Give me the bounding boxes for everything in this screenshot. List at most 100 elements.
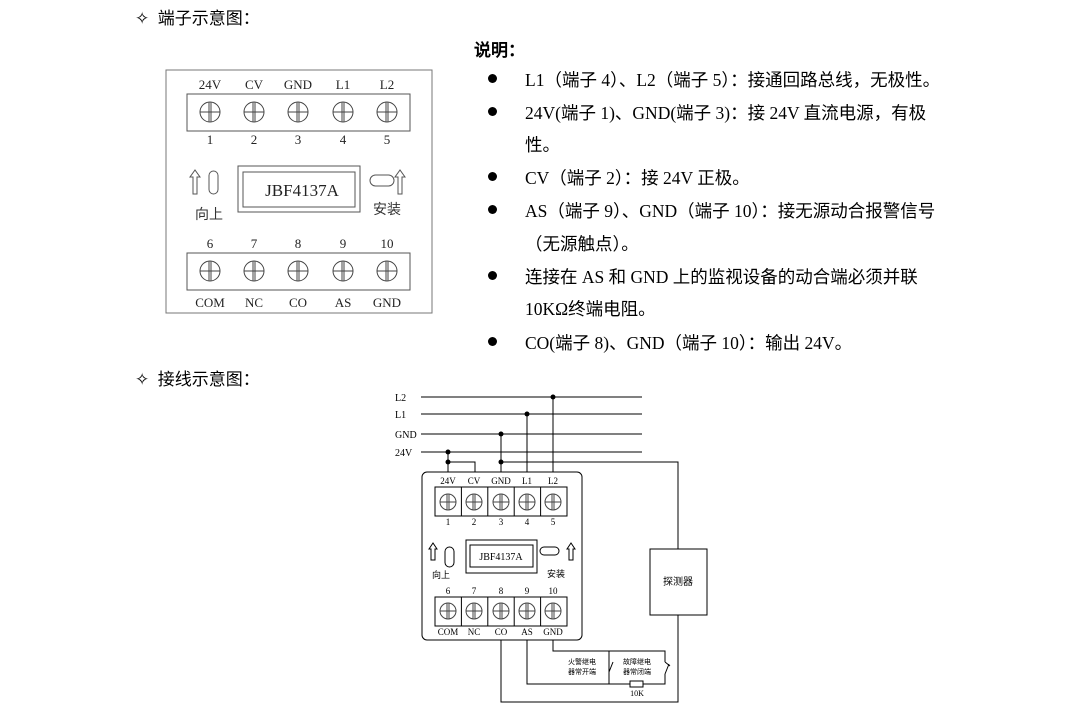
terminal-label: L1	[522, 476, 532, 486]
note-line: 连接在 AS 和 GND 上的监视设备的动合端必须并联	[525, 267, 918, 287]
screw-icon	[287, 101, 309, 123]
screw-icon	[376, 101, 398, 123]
screw-icon	[332, 101, 354, 123]
note-line: CO(端子 8)、GND（端子 10）：输出 24V。	[525, 333, 853, 353]
terminal-number: 7	[472, 586, 477, 596]
note-line: 24V(端子 1)、GND(端子 3)：接 24V 直流电源，有极	[525, 103, 927, 123]
terminal-label: COM	[195, 295, 225, 310]
model-display	[237, 165, 361, 213]
top-terminal-block	[434, 486, 568, 517]
terminal-outline	[165, 69, 433, 314]
slot-icon	[369, 174, 395, 187]
bullet-icon	[488, 74, 497, 83]
fire-relay-label: 器常开端	[568, 667, 596, 676]
terminal-label: NC	[468, 627, 481, 637]
note-line: 10KΩ终端电阻。	[525, 299, 656, 319]
terminal-label: GND	[284, 77, 312, 92]
model-display-inner	[242, 171, 356, 208]
terminal-number: 6	[446, 586, 451, 596]
slot-icon	[444, 546, 455, 568]
up-arrow-icon	[566, 542, 576, 561]
note-line: （无源触点）。	[525, 234, 639, 254]
bullet-icon	[488, 172, 497, 181]
screw-icon	[376, 260, 398, 282]
terminal-number: 7	[251, 236, 258, 251]
terminal-label: L2	[380, 77, 394, 92]
terminal-label: 24V	[199, 77, 222, 92]
terminal-label: 24V	[440, 476, 456, 486]
terminal-number: 10	[549, 586, 559, 596]
screw-icon	[465, 602, 483, 620]
screw-icon	[465, 493, 483, 511]
terminal-label: GND	[543, 627, 563, 637]
fault-relay-label: 器常闭端	[623, 667, 651, 676]
switch-fault-relay	[664, 663, 670, 675]
terminal-number: 4	[340, 132, 347, 147]
screw-icon	[439, 602, 457, 620]
bus-label-gnd: GND	[395, 430, 417, 441]
terminal-number: 10	[381, 236, 394, 251]
terminal-label: GND	[491, 476, 511, 486]
bus-label-l2: L2	[395, 393, 406, 404]
screw-icon	[243, 101, 265, 123]
screw-icon	[199, 101, 221, 123]
terminal-label: L2	[548, 476, 558, 486]
terminal-number: 8	[499, 586, 504, 596]
terminal-label: L1	[336, 77, 350, 92]
note-line: CV（端子 2）：接 24V 正极。	[525, 168, 750, 188]
slot-icon	[208, 170, 219, 195]
terminal-number: 9	[340, 236, 347, 251]
section-title: 接线示意图：	[157, 370, 260, 389]
junction-dots	[445, 394, 556, 465]
bottom-terminal-block	[434, 596, 568, 627]
note-line: AS（端子 9）、GND（端子 10）：接无源动合报警信号	[525, 201, 936, 221]
screw-icon	[518, 493, 536, 511]
up-arrow-icon	[394, 169, 406, 195]
terminal-diagram	[165, 69, 433, 314]
screw-icon	[243, 260, 265, 282]
fault-relay-label: 故障继电	[623, 657, 651, 666]
terminal-label: AS	[521, 627, 533, 637]
terminal-number: 3	[499, 517, 504, 527]
screw-icon	[439, 493, 457, 511]
section-terminal-heading: ✧ 端子示意图：	[135, 4, 260, 29]
bus-label-l1: L1	[395, 410, 406, 421]
resistor-icon	[629, 680, 644, 688]
model-label: JBF4137A	[479, 552, 523, 563]
terminal-number: 4	[525, 517, 530, 527]
install-label: 安装	[547, 568, 565, 579]
terminal-number: 3	[295, 132, 302, 147]
section-title: 端子示意图：	[157, 9, 260, 28]
terminal-number: 5	[384, 132, 391, 147]
screw-icon	[199, 260, 221, 282]
screw-icon	[492, 493, 510, 511]
install-label: 安装	[373, 202, 401, 218]
diamond-bullet-icon: ✧	[135, 370, 150, 389]
screw-icon	[287, 260, 309, 282]
bullet-icon	[488, 205, 497, 214]
terminal-label: NC	[245, 295, 263, 310]
note-line: 性。	[525, 135, 560, 155]
terminal-number: 8	[295, 236, 302, 251]
terminal-label: CV	[245, 77, 264, 92]
bullet-icon	[488, 271, 497, 280]
bottom-terminal-block	[186, 252, 411, 291]
notes-heading: 说明：	[474, 41, 525, 60]
up-label: 向上	[195, 207, 223, 223]
terminal-number: 5	[551, 517, 556, 527]
up-arrow-icon	[428, 542, 438, 561]
bullet-icon	[488, 107, 497, 116]
slot-icon	[539, 546, 560, 556]
up-arrow-icon	[189, 169, 201, 195]
section-wiring-heading: ✧ 接线示意图：	[135, 365, 260, 390]
terminal-number: 2	[251, 132, 258, 147]
fire-relay-label: 火警继电	[568, 657, 596, 666]
bus-label-24v: 24V	[395, 448, 413, 459]
terminal-number: 6	[207, 236, 214, 251]
terminal-label: CV	[468, 476, 481, 486]
top-terminal-block	[186, 93, 411, 132]
module-outline	[421, 471, 583, 641]
switch-fire-relay	[608, 661, 614, 673]
detector-label: 探测器	[663, 575, 693, 588]
